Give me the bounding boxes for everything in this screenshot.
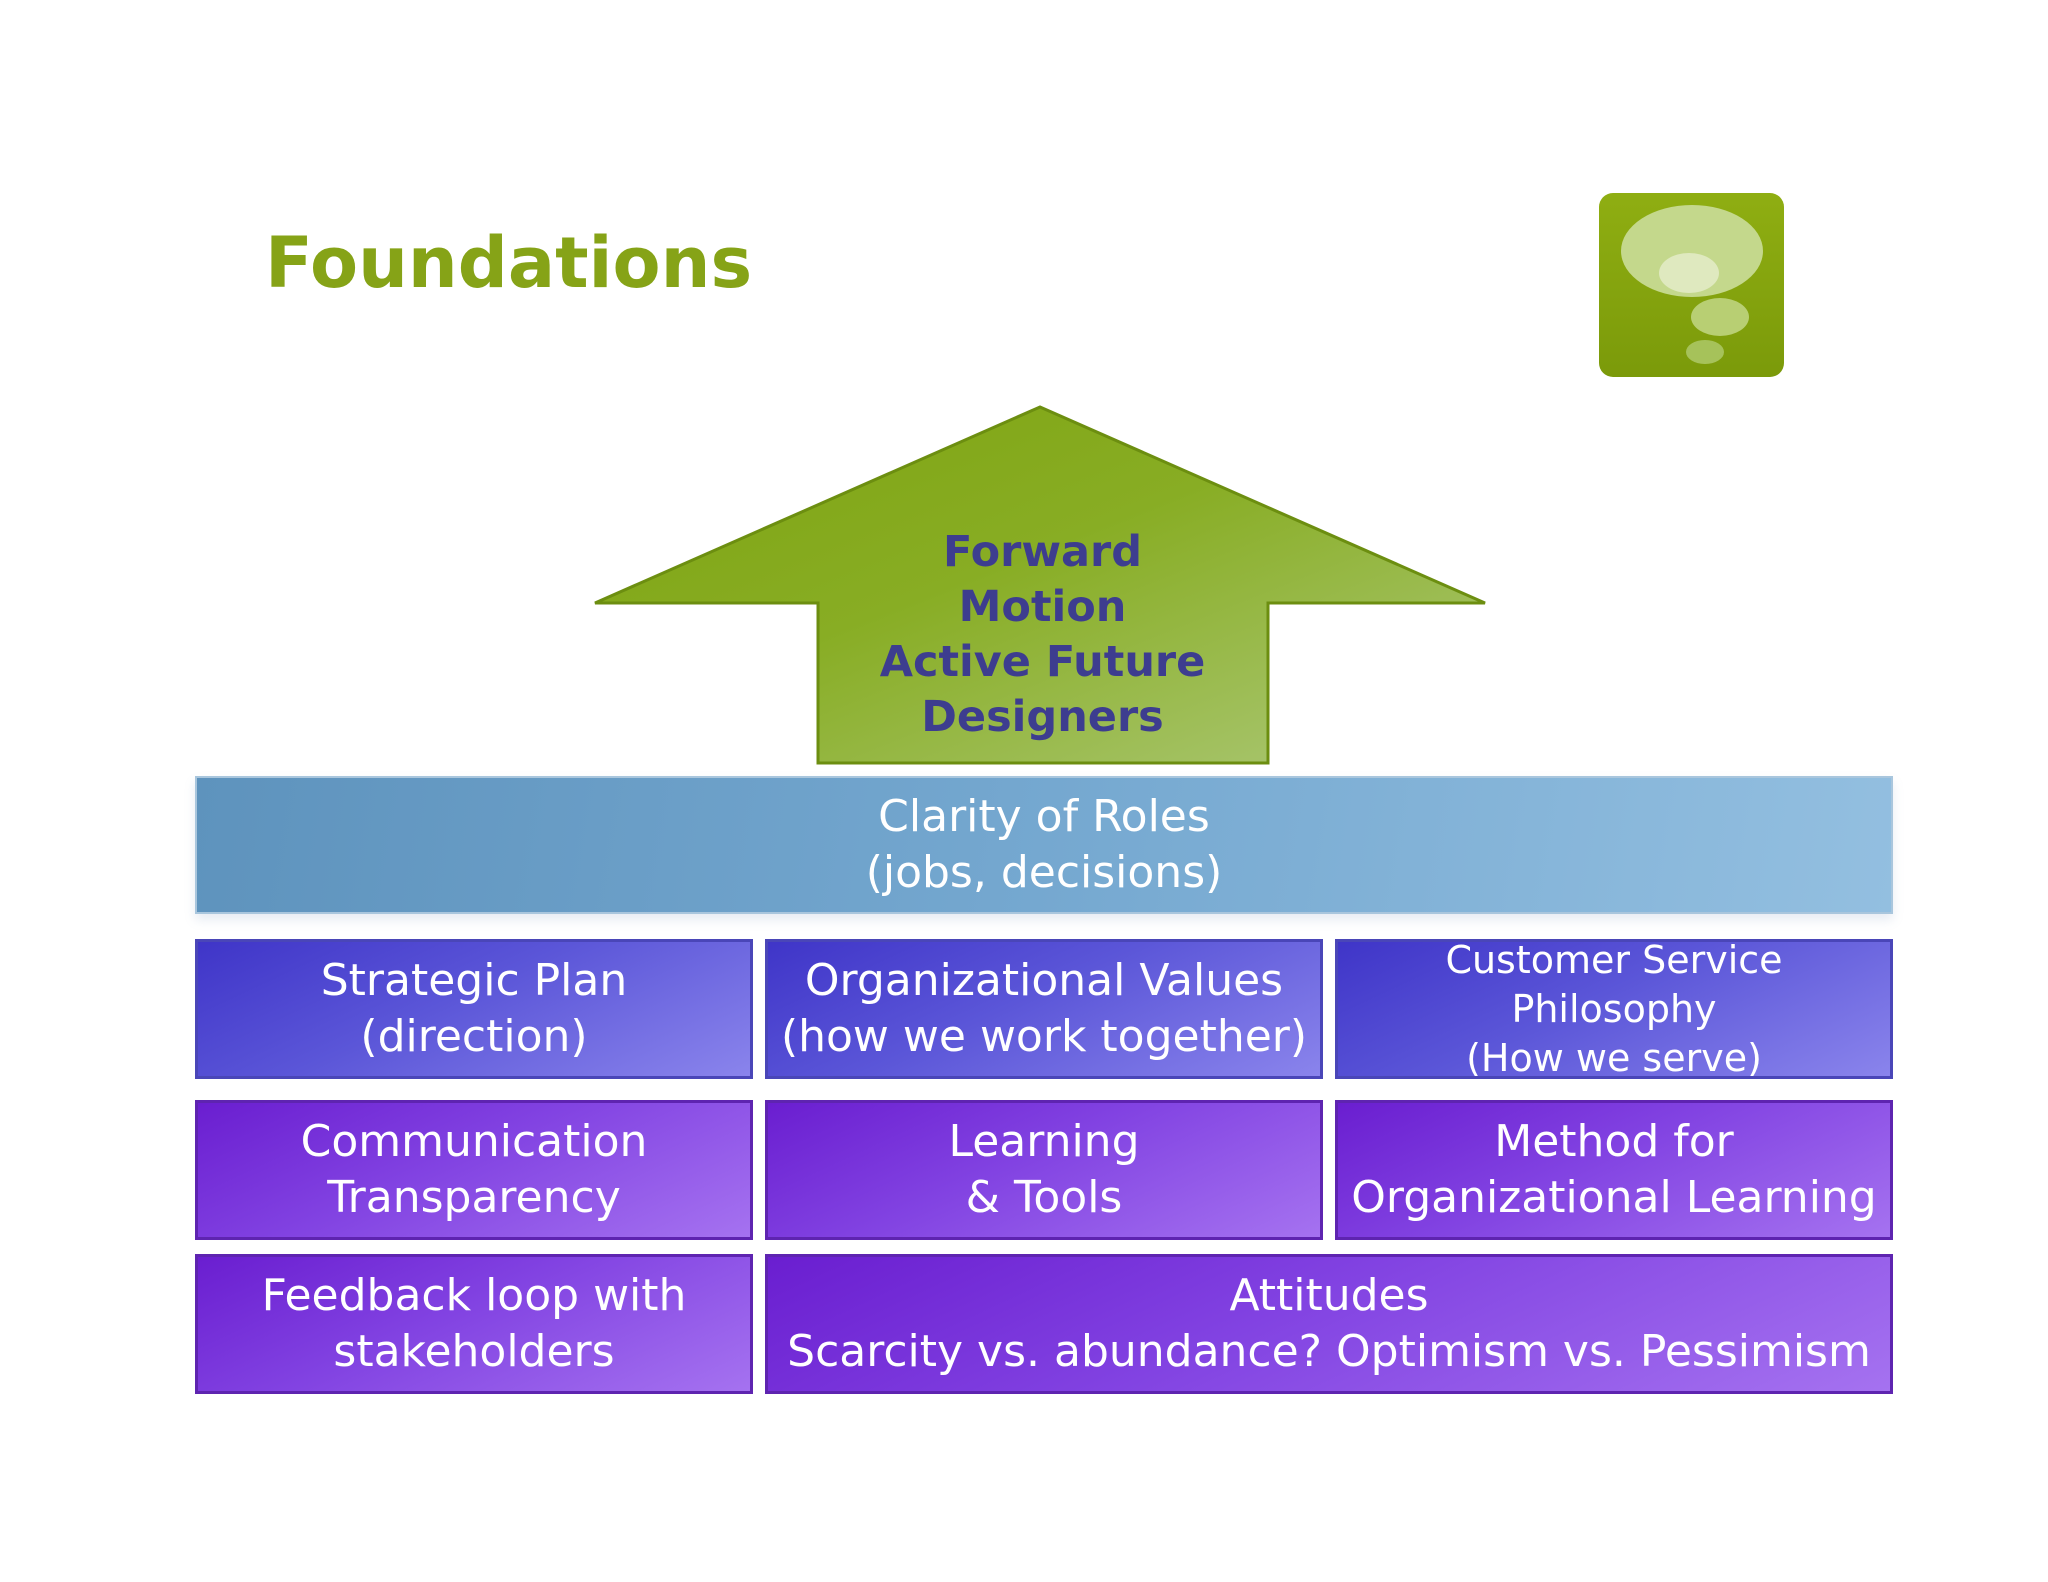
block-line: Strategic Plan bbox=[320, 955, 628, 1006]
block-line: & Tools bbox=[965, 1172, 1123, 1223]
attitudes-block: Attitudes Scarcity vs. abundance? Optimi… bbox=[765, 1254, 1893, 1394]
block-line: Philosophy bbox=[1511, 986, 1717, 1031]
customer-service-philosophy-block: Customer Service Philosophy (How we serv… bbox=[1335, 939, 1893, 1079]
arrow-label-line: Forward bbox=[942, 527, 1143, 577]
block-line: Clarity of Roles bbox=[878, 791, 1210, 842]
forward-arrow bbox=[594, 405, 1486, 765]
block-line: (direction) bbox=[360, 1011, 588, 1062]
block-line: Organizational Values bbox=[804, 955, 1284, 1006]
block-line: Customer Service bbox=[1445, 939, 1783, 982]
organizational-values-block: Organizational Values (how we work toget… bbox=[765, 939, 1323, 1079]
block-line: (how we work together) bbox=[780, 1011, 1308, 1062]
thought-bubble-icon bbox=[1599, 193, 1784, 377]
arrow-label-line: Motion bbox=[958, 582, 1127, 632]
block-line: Attitudes bbox=[1229, 1270, 1429, 1321]
block-line: (How we serve) bbox=[1466, 1035, 1762, 1079]
block-line: (jobs, decisions) bbox=[865, 847, 1223, 898]
arrow-label: Forward Motion Active Future Designers bbox=[820, 525, 1265, 745]
arrow-label-line: Active Future bbox=[879, 637, 1206, 687]
block-line: Learning bbox=[948, 1116, 1140, 1167]
feedback-loop-block: Feedback loop with stakeholders bbox=[195, 1254, 753, 1394]
block-line: stakeholders bbox=[333, 1326, 615, 1377]
learning-tools-block: Learning & Tools bbox=[765, 1100, 1323, 1240]
block-line: Scarcity vs. abundance? Optimism vs. Pes… bbox=[787, 1326, 1871, 1377]
strategic-plan-block: Strategic Plan (direction) bbox=[195, 939, 753, 1079]
slide-title: Foundations bbox=[265, 222, 753, 304]
block-line: Transparency bbox=[327, 1172, 621, 1223]
block-line: Feedback loop with bbox=[261, 1270, 687, 1321]
block-line: Communication bbox=[300, 1116, 648, 1167]
method-organizational-learning-block: Method for Organizational Learning bbox=[1335, 1100, 1893, 1240]
clarity-of-roles-bar: Clarity of Roles (jobs, decisions) bbox=[195, 776, 1893, 914]
block-line: Method for bbox=[1494, 1116, 1734, 1167]
communication-transparency-block: Communication Transparency bbox=[195, 1100, 753, 1240]
block-line: Organizational Learning bbox=[1351, 1172, 1877, 1223]
arrow-label-line: Designers bbox=[921, 692, 1164, 742]
